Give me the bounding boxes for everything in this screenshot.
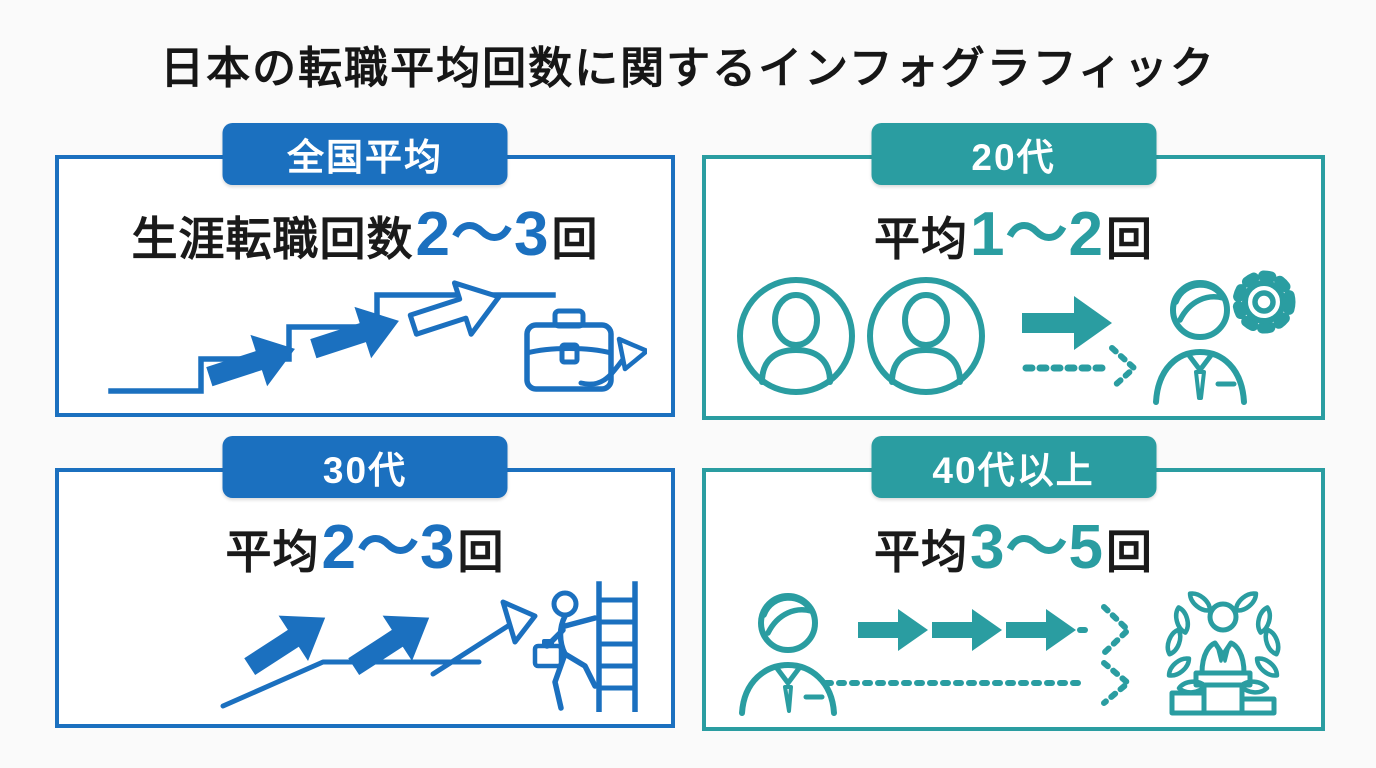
stat-suffix: 回 [1105,213,1153,265]
winner-podium-laurel-icon [1165,590,1282,716]
briefcase-exit-arrow-icon [524,308,647,392]
dotted-right-arrow-icon [1022,345,1137,391]
laurel-right [1233,590,1282,694]
businessman-icon [739,593,837,716]
panel-badge-20s: 20代 [871,123,1156,185]
stat-prefix: 生涯転職回数 [131,213,414,265]
national-illustration [83,269,647,401]
avatar-icon [870,280,982,392]
worker-with-gear-icon [1153,270,1296,405]
stat-value: 2〜3 [321,513,456,582]
stat-prefix: 平均 [874,526,969,578]
20s-icons [730,270,1296,405]
laurel-left [1165,590,1214,694]
stat-value: 2〜3 [415,200,550,269]
stat-suffix: 回 [551,213,599,265]
stairs-up-arrows-icon [108,269,647,401]
stat-value: 3〜5 [970,513,1104,582]
stat-prefix: 平均 [874,213,969,265]
triple-solid-arrows-icon [858,609,1076,651]
stat-value: 1〜2 [970,200,1104,269]
30s-illustration [83,580,647,712]
gear-icon [1232,270,1296,334]
solid-arrow-icon [305,295,408,375]
20s-illustration [730,266,1297,406]
growth-arrows-icon [220,594,538,709]
solid-right-arrow-icon [1022,296,1112,350]
staircase-line [108,292,556,394]
30s-icons [220,581,638,712]
40s-illustration [730,579,1297,719]
avatar-icon [740,280,852,392]
ladder-climber-icon [532,581,638,712]
dotted-path-icon [823,660,1131,706]
page-title: 日本の転職平均回数に関するインフォグラフィック [160,44,1216,93]
stat-suffix: 回 [1105,526,1153,578]
stat-prefix: 平均 [225,526,320,578]
40s-icons [739,579,1297,716]
outline-arrow-icon [405,271,507,350]
panel-badge-national: 全国平均 [222,123,508,185]
stat-suffix: 回 [457,526,505,578]
panel-badge-30s: 30代 [222,436,508,498]
dotted-chevron-icon [1077,604,1131,656]
panel-badge-40s-plus: 40代以上 [871,436,1156,498]
